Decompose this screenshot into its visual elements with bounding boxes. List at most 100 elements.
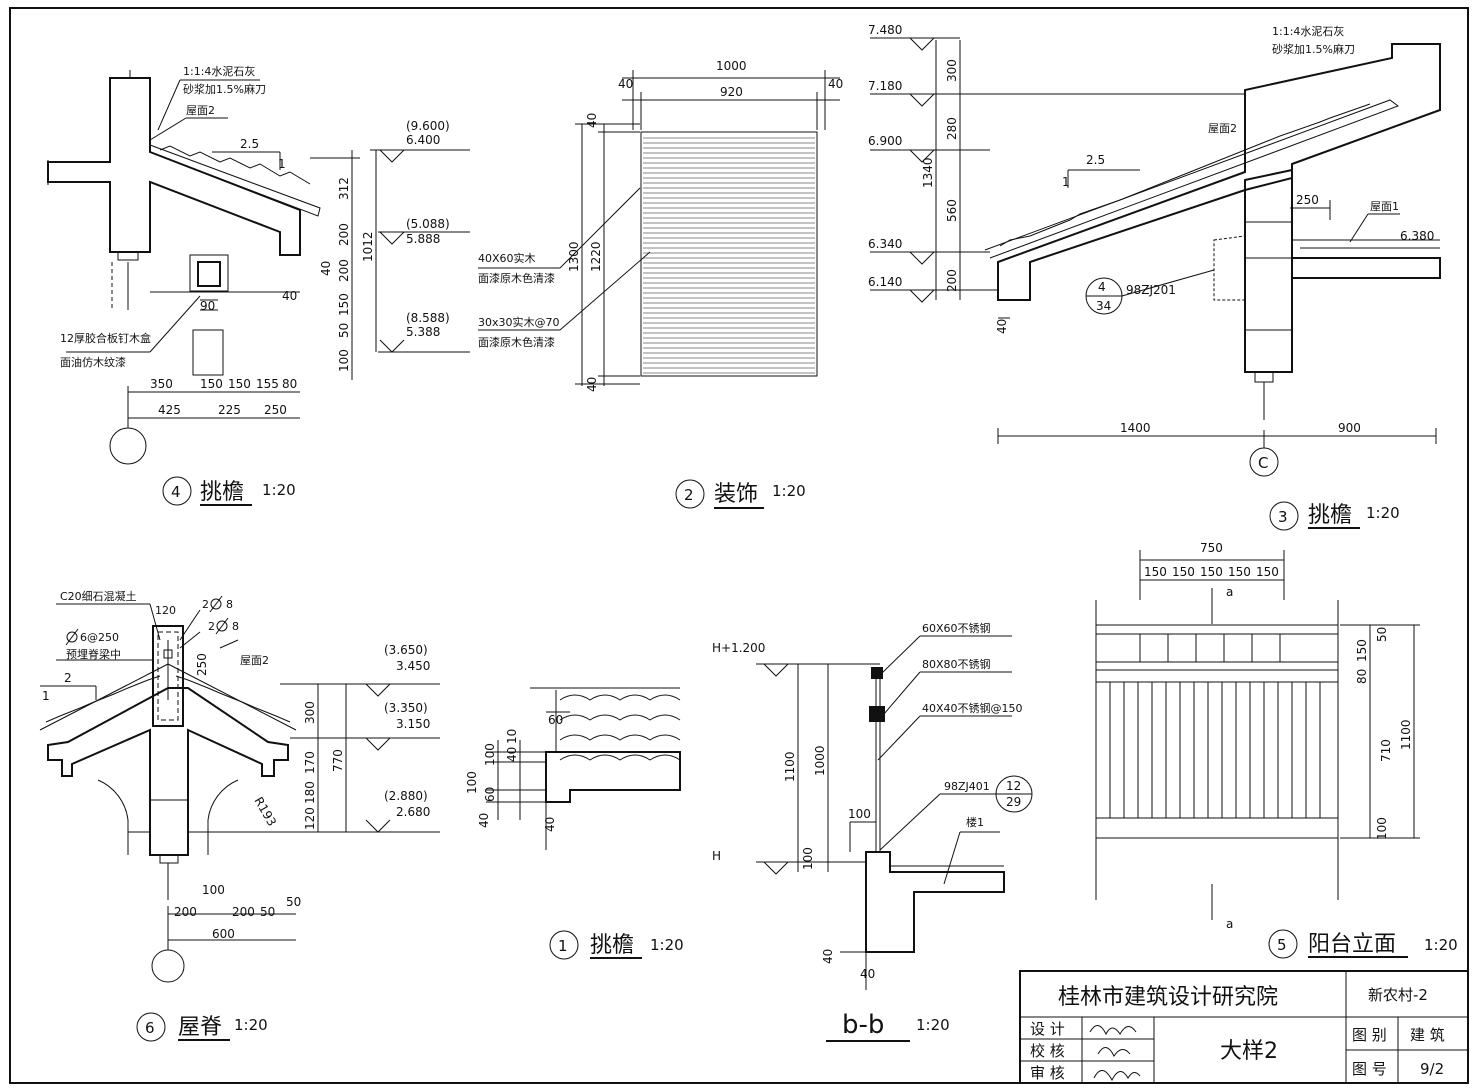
d6-elev-1: (3.650) [384,643,428,657]
d4-vdim-50: 50 [337,323,351,338]
d2-width-total: 1000 [716,59,747,73]
d4-hdim-225: 225 [218,403,241,417]
role-review: 审 核 [1030,1064,1065,1082]
d6-bar2-dia: 8 [232,620,239,633]
d3-elev-5: 6.140 [868,275,902,289]
d6-slope: 2 [64,671,72,685]
d3-vdim-560: 560 [945,199,959,222]
d3-slope: 2.5 [1086,153,1105,167]
detail-3 [870,37,1441,477]
d6-hdim-200b: 200 [232,905,255,919]
d5-vdim-total: 1100 [1399,719,1413,750]
d6-bar1: 2 [202,598,209,611]
d3-note-2: 砂浆加1.5%麻刀 [1272,42,1355,56]
d1-dim-10: 10 [505,729,519,744]
d3-elev-4: 6.340 [868,237,902,251]
d5-width-1: 150 [1144,565,1167,579]
d2-height-side-b: 40 [585,377,599,392]
sheet-border [9,7,1469,1084]
bb-ref-bot: 29 [1006,795,1021,809]
d3-roof2: 屋面2 [1208,122,1237,135]
d2-note-2: 面漆原木色清漆 [478,271,555,285]
d5-section-top: a [1226,585,1233,599]
d2-note-3: 30x30实木@70 [478,315,560,329]
d4-dim-90: 90 [200,299,215,313]
d6-dim-250: 250 [195,653,209,676]
d5-vdim-80: 80 [1355,669,1369,684]
d2-width-side-l: 40 [618,77,633,91]
title-block [1019,970,1469,1084]
d6-slope-unit: 1 [42,689,50,703]
detail-6 [39,603,440,983]
d4-roof-label: 屋面2 [186,104,215,117]
d4-note-1: 1:1:4水泥石灰 [183,64,255,78]
d6-vdim-300: 300 [303,701,317,724]
d1-dim-100b: 100 [465,771,479,794]
axis-bubble-6 [151,949,185,983]
d4-number: 4 [171,483,181,501]
d5-scale: 1:20 [1424,936,1458,954]
d4-elev-5: (8.588) [406,311,450,325]
bb-elev-top: H+1.200 [712,641,765,655]
d2-number: 2 [684,486,694,504]
d1-title: 挑檐 [590,933,634,958]
d3-slope-unit: 1 [1062,175,1070,189]
d3-dim-1400: 1400 [1120,421,1151,435]
bb-title: b-b [842,1010,884,1040]
d6-elev-5: (2.880) [384,789,428,803]
detail-1 [486,687,681,850]
d4-vdim-150: 150 [337,293,351,316]
d4-vdim-total: 1012 [361,231,375,262]
bb-ref-code: 98ZJ401 [944,780,990,793]
institute-name: 桂林市建筑设计研究院 [1058,985,1278,1010]
d2-note-4: 面漆原木色清漆 [478,335,555,349]
d4-hdim-155: 155 [256,377,279,391]
d6-radius: R193 [251,795,279,829]
d6-number: 6 [145,1019,155,1037]
d6-elev-4: 3.150 [396,717,430,731]
d4-hdim-150b: 150 [228,377,251,391]
d2-height-inner: 1220 [589,241,603,272]
bb-material-1: 60X60不锈钢 [922,622,991,635]
d3-elev-1: 7.480 [868,23,902,37]
d4-title: 挑檐 [200,480,244,505]
d6-bar1-dia: 8 [226,598,233,611]
d6-hdim-50b: 50 [286,895,301,909]
d5-width-total: 750 [1200,541,1223,555]
d6-vdim-120: 120 [303,807,317,830]
d4-slope-unit: 1 [278,157,286,171]
d1-dim-100a: 100 [483,743,497,766]
d3-dim-900: 900 [1338,421,1361,435]
d6-vdim-180: 180 [303,781,317,804]
d6-vdim-total: 770 [331,749,345,772]
d6-hdim-50a: 50 [260,905,275,919]
d6-concrete: C20细石混凝土 [60,589,137,603]
d6-elev-2: 3.450 [396,659,430,673]
d5-width-4: 150 [1228,565,1251,579]
d3-axis: C [1258,454,1268,472]
d4-slope: 2.5 [240,137,259,151]
d3-roof1: 屋面1 [1370,200,1399,213]
d4-vdim-200a: 200 [337,223,351,246]
d4-hdim-150a: 150 [200,377,223,391]
d5-vdim-50: 50 [1375,627,1389,642]
d6-hdim-100: 100 [202,883,225,897]
d6-title: 屋脊 [178,1015,222,1040]
d4-vdim-200b: 200 [337,259,351,282]
d4-box-note-2: 面油仿木纹漆 [60,355,126,369]
axis-bubble-4 [109,427,147,465]
bb-dim-100: 100 [848,807,871,821]
bb-floor: 楼1 [966,815,984,829]
bb-dim-100b: 100 [801,847,815,870]
d4-note-2: 砂浆加1.5%麻刀 [183,82,266,96]
d3-vdim-200: 200 [945,269,959,292]
d1-dim-60: 60 [483,787,497,802]
d3-dim-250: 250 [1296,193,1319,207]
d6-roof: 屋面2 [240,654,269,667]
d6-elev-6: 2.680 [396,805,430,819]
d4-elev-2: 6.400 [406,133,440,147]
bb-dim-40: 40 [821,949,835,964]
d4-hdim-80: 80 [282,377,297,391]
d2-height-side-t: 40 [585,113,599,128]
d4-elev-6: 5.388 [406,325,440,339]
